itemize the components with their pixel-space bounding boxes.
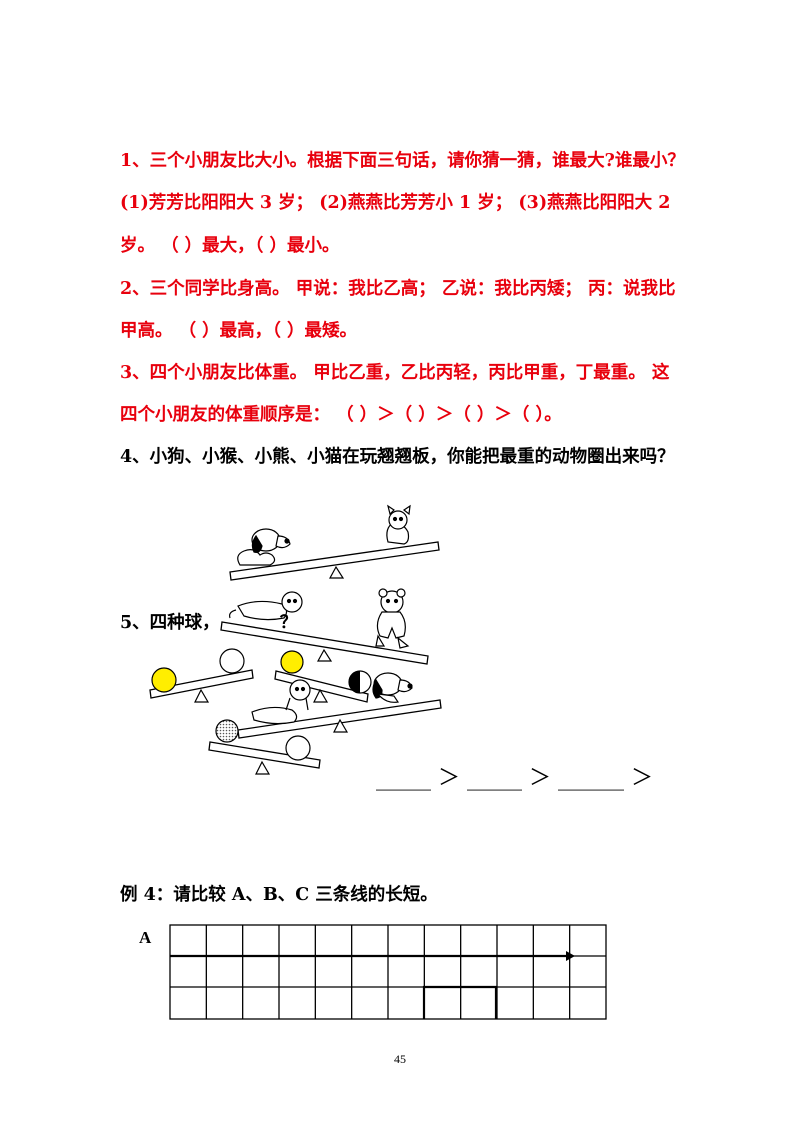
example4-title: 例 4：请比较 A、B、C 三条线的长短。: [120, 885, 438, 905]
q4-line1: 4、小狗、小猴、小熊、小猫在玩翘翘板，你能把最重的动物圈出来吗？: [120, 447, 675, 467]
line-a: [170, 951, 575, 961]
q1-line3: 岁。 （ ）最大，（ ）最小。: [120, 236, 340, 256]
q5-label: 5、四种球， ？: [120, 612, 297, 634]
q3-line2: 四个小朋友的体重顺序是： （ ）＞（ ）＞（ ）＞（ ）。: [120, 405, 562, 425]
bear-icon: [375, 588, 410, 649]
dog-icon: [237, 528, 291, 566]
q5-suffix: ？: [279, 613, 298, 633]
ball-icon: [280, 650, 304, 674]
q5-prefix: 5、四种球，: [120, 613, 220, 633]
seesaw-icon: [149, 669, 254, 703]
q5-answer-blanks[interactable]: _____ ＞ _____ ＞ ______ ＞: [376, 766, 653, 791]
seesaw-icon: [237, 699, 442, 739]
seesaw-icon: [229, 541, 440, 581]
ball-icon: [285, 735, 311, 761]
q1-line1: 1、三个小朋友比大小。根据下面三句话，请你猜一猜，谁最大?谁最小？: [120, 151, 685, 171]
cat-icon: [386, 504, 411, 545]
dog-icon: [372, 672, 413, 703]
monkey-icon: [229, 591, 303, 621]
monkey-icon: [251, 679, 311, 725]
seesaw-icon: [208, 741, 321, 775]
ball-icon: [215, 719, 239, 743]
line-c: [422, 985, 498, 1019]
comparison-grid: [169, 924, 607, 1020]
q1-line2: (1)芳芳比阳阳大 3 岁； (2)燕燕比芳芳小 1 岁； (3)燕燕比阳阳大 …: [120, 193, 671, 213]
ball-icon: [151, 667, 177, 693]
grid-label-a: A: [139, 928, 152, 947]
ball-icon: [219, 648, 245, 674]
seesaw-icon: [274, 670, 369, 703]
q3-line1: 3、四个小朋友比体重。 甲比乙重，乙比丙轻，丙比甲重，丁最重。 这: [120, 363, 670, 383]
q2-line1: 2、三个同学比身高。 甲说：我比乙高； 乙说：我比丙矮； 丙：说我比: [120, 279, 676, 299]
seesaw-icon: [220, 621, 429, 665]
page-number: 45: [394, 1052, 406, 1066]
q2-line2: 甲高。 （ ）最高，（ ）最矮。: [120, 321, 358, 341]
ball-icon: [348, 670, 372, 694]
